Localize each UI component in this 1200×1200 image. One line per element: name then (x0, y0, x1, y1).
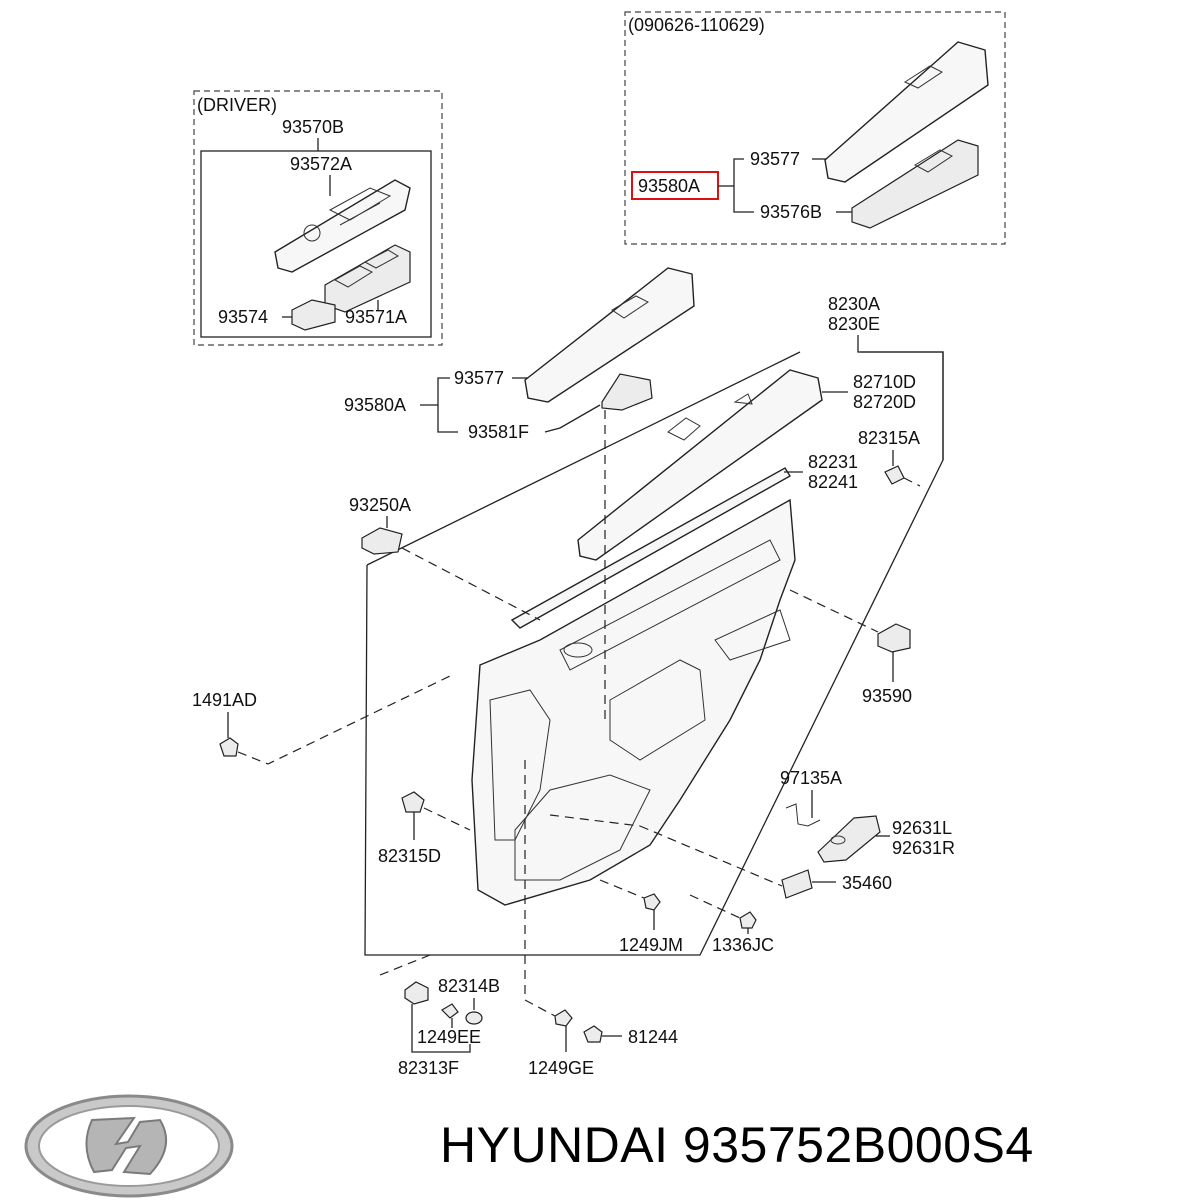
label-93580A: 93580A (344, 395, 406, 415)
driver-inner-frame (200, 150, 432, 338)
date-box: (090626-110629) 93577 93580A 93576B (624, 11, 1006, 245)
label-1249JM: 1249JM (619, 935, 683, 955)
label-93250A: 93250A (349, 495, 411, 515)
cover-93577-part (824, 41, 989, 183)
label-93580A-box: 93580A (638, 176, 700, 196)
switch-93581F-part (601, 373, 653, 411)
label-81244: 81244 (628, 1027, 678, 1047)
label-82315A: 82315A (858, 428, 920, 448)
screw-1249JM-part (643, 893, 661, 911)
small-switch-part (291, 299, 336, 331)
clip-1336JC-part (739, 911, 757, 929)
switch-93250A-part (361, 527, 403, 555)
label-93571A: 93571A (345, 307, 407, 327)
nut-81244-part (583, 1025, 603, 1043)
wire-97135A-part (785, 803, 821, 827)
screw-1249EE-part (441, 1003, 459, 1019)
cap-82314B-part (465, 1011, 483, 1025)
trim-bracket (364, 351, 944, 956)
clip-82313F-part (404, 981, 429, 1005)
driver-box-header: (DRIVER) (197, 95, 277, 115)
clip-82315A-part (884, 465, 905, 485)
hyundai-logo-icon (24, 1094, 234, 1198)
switch-cover-part (274, 179, 411, 273)
label-93590: 93590 (862, 686, 912, 706)
armrest-part (577, 369, 823, 561)
date-box-header: (090626-110629) (628, 15, 765, 35)
label-82231: 82231 (808, 452, 858, 472)
label-1249EE: 1249EE (417, 1027, 481, 1047)
label-93572A: 93572A (290, 154, 352, 174)
label-93581F: 93581F (468, 422, 529, 442)
label-92631R: 92631R (892, 838, 955, 858)
weatherstrip-part (510, 467, 791, 629)
label-1336JC: 1336JC (712, 935, 774, 955)
label-82313F: 82313F (398, 1058, 459, 1078)
label-35460: 35460 (842, 873, 892, 893)
handle-92631L-part (817, 815, 881, 863)
cover-main-part (524, 267, 695, 403)
screw-1249GE-part (554, 1009, 573, 1027)
driver-box-frame (193, 90, 443, 346)
label-8230A: 8230A (828, 294, 880, 314)
label-82314B: 82314B (438, 976, 500, 996)
nut-1491AD-part (219, 737, 239, 757)
label-82315D: 82315D (378, 846, 441, 866)
label-82720D: 82720D (853, 392, 916, 412)
lamp-93590-part (877, 623, 911, 653)
label-1249GE: 1249GE (528, 1058, 594, 1078)
page-title: HYUNDAI 935752B000S4 (440, 1117, 1034, 1173)
pad-35460-part (781, 869, 813, 899)
date-box-frame (624, 11, 1006, 245)
switch-93576B-part (851, 139, 979, 229)
label-93570B: 93570B (282, 117, 344, 137)
label-82241: 82241 (808, 472, 858, 492)
label-93574: 93574 (218, 307, 268, 327)
label-1491AD: 1491AD (192, 690, 257, 710)
door-trim-panel (471, 498, 796, 906)
main-assembly: 8230A 8230E 93577 93580A 93581F 82710D 8… (192, 267, 955, 1078)
driver-box: (DRIVER) 93570B 93572A 93574 93571A (193, 90, 443, 346)
label-93577-box: 93577 (750, 149, 800, 169)
label-92631L: 92631L (892, 818, 952, 838)
label-93576B-box: 93576B (760, 202, 822, 222)
clip-82315D-part (401, 791, 425, 813)
label-8230E: 8230E (828, 314, 880, 334)
label-97135A: 97135A (780, 768, 842, 788)
label-82710D: 82710D (853, 372, 916, 392)
label-93577: 93577 (454, 368, 504, 388)
